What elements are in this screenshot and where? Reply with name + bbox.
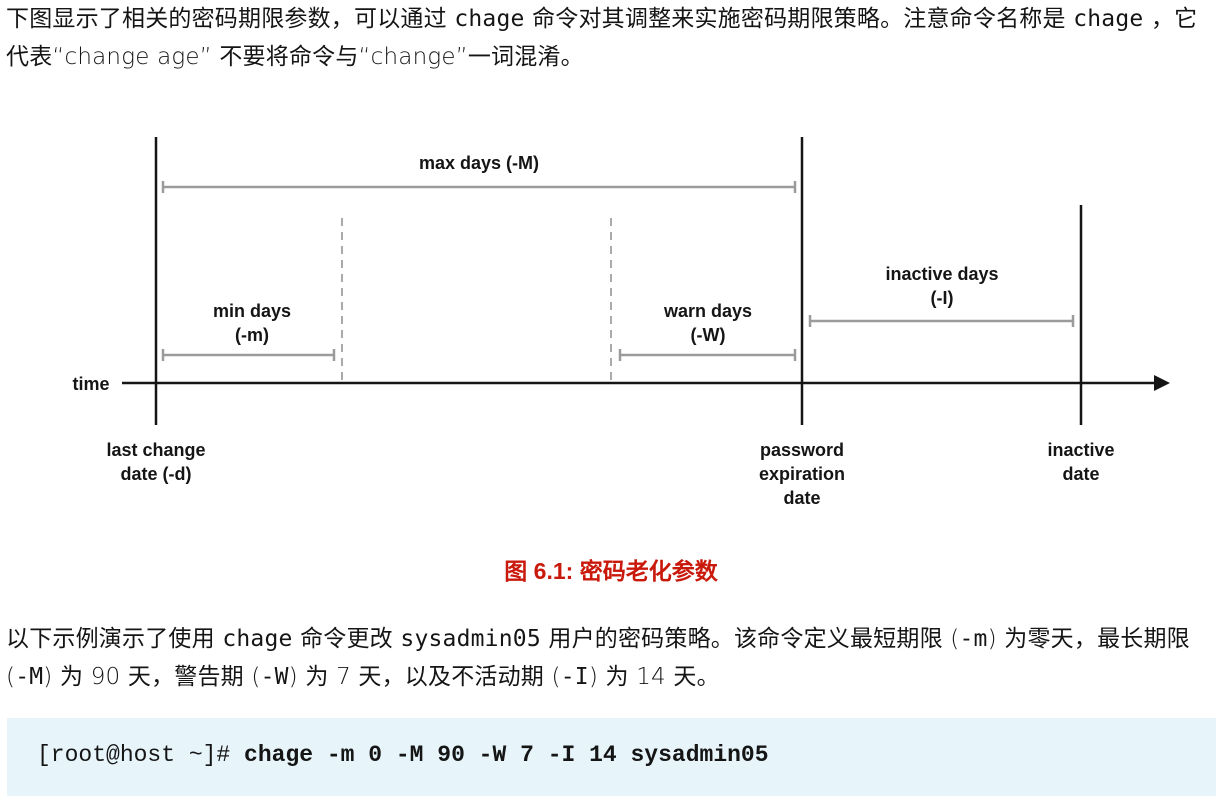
example-text-1: 以下示例演示了使用 — [6, 626, 223, 652]
inline-code-chage-3: chage — [222, 626, 293, 652]
expiration-label-3: date — [783, 488, 820, 508]
expiration-label-1: password — [760, 440, 844, 460]
password-aging-diagram: max days (-M) min days (-m) warn days (-… — [72, 137, 1170, 508]
last-change-label: last change — [106, 440, 205, 460]
inline-code-chage: chage — [454, 6, 525, 32]
inactive-days-option: (-I) — [931, 288, 954, 308]
intro-text-2: 命令对其调整来实施密码期限策略。注意命令名称是 — [524, 6, 1074, 32]
warn-days-label: warn days — [663, 301, 752, 321]
inactive-days-label: inactive days — [885, 264, 998, 284]
example-text-2: 命令更改 — [292, 626, 401, 652]
inline-code-username: sysadmin05 — [400, 626, 541, 652]
intro-text-3: ，它代表“change age” 不要将命令与“change”一词混淆。 — [6, 6, 1198, 70]
time-label: time — [72, 374, 109, 394]
last-change-option: date (-d) — [121, 464, 192, 484]
shell-prompt: [root@host ~]# — [37, 742, 245, 768]
example-text-5: ) 为 90 天，警告期 ( — [43, 664, 261, 690]
figure-caption: 图 6.1: 密码老化参数 — [504, 558, 718, 584]
code-line: [root@host ~]# chage -m 0 -M 90 -W 7 -I … — [37, 742, 769, 768]
intro-paragraph: 下图显示了相关的密码期限参数，可以通过 chage 命令对其调整来实施密码期限策… — [6, 0, 1218, 76]
min-days-label: min days — [213, 301, 291, 321]
code-block: [root@host ~]# chage -m 0 -M 90 -W 7 -I … — [7, 718, 1216, 796]
inline-option-I: -I — [560, 664, 589, 690]
example-text-4: ) 为零天，最长期限 ( — [6, 626, 1190, 690]
inactive-date-label-1: inactive — [1047, 440, 1114, 460]
example-text-7: ) 为 14 天。 — [588, 664, 720, 690]
warn-days-bracket — [618, 349, 797, 361]
max-days-bracket — [161, 181, 797, 193]
inactive-date-label-2: date — [1062, 464, 1099, 484]
intro-text-1: 下图显示了相关的密码期限参数，可以通过 — [6, 6, 455, 32]
inactive-days-bracket — [808, 315, 1075, 327]
example-paragraph: 以下示例演示了使用 chage 命令更改 sysadmin05 用户的密码策略。… — [6, 620, 1218, 696]
shell-command: chage -m 0 -M 90 -W 7 -I 14 sysadmin05 — [244, 742, 769, 768]
example-text-6: ) 为 7 天，以及不活动期 ( — [288, 664, 561, 690]
inline-option-W: -W — [260, 664, 289, 690]
inline-option-M: -M — [15, 664, 44, 690]
inline-option-m: -m — [959, 626, 988, 652]
min-days-option: (-m) — [235, 325, 269, 345]
warn-days-option: (-W) — [691, 325, 726, 345]
time-axis-arrow — [1154, 375, 1170, 391]
example-text-3: 用户的密码策略。该命令定义最短期限 ( — [540, 626, 960, 652]
expiration-label-2: expiration — [759, 464, 845, 484]
max-days-label: max days (-M) — [419, 153, 539, 173]
min-days-bracket — [161, 349, 336, 361]
inline-code-chage-2: chage — [1073, 6, 1144, 32]
